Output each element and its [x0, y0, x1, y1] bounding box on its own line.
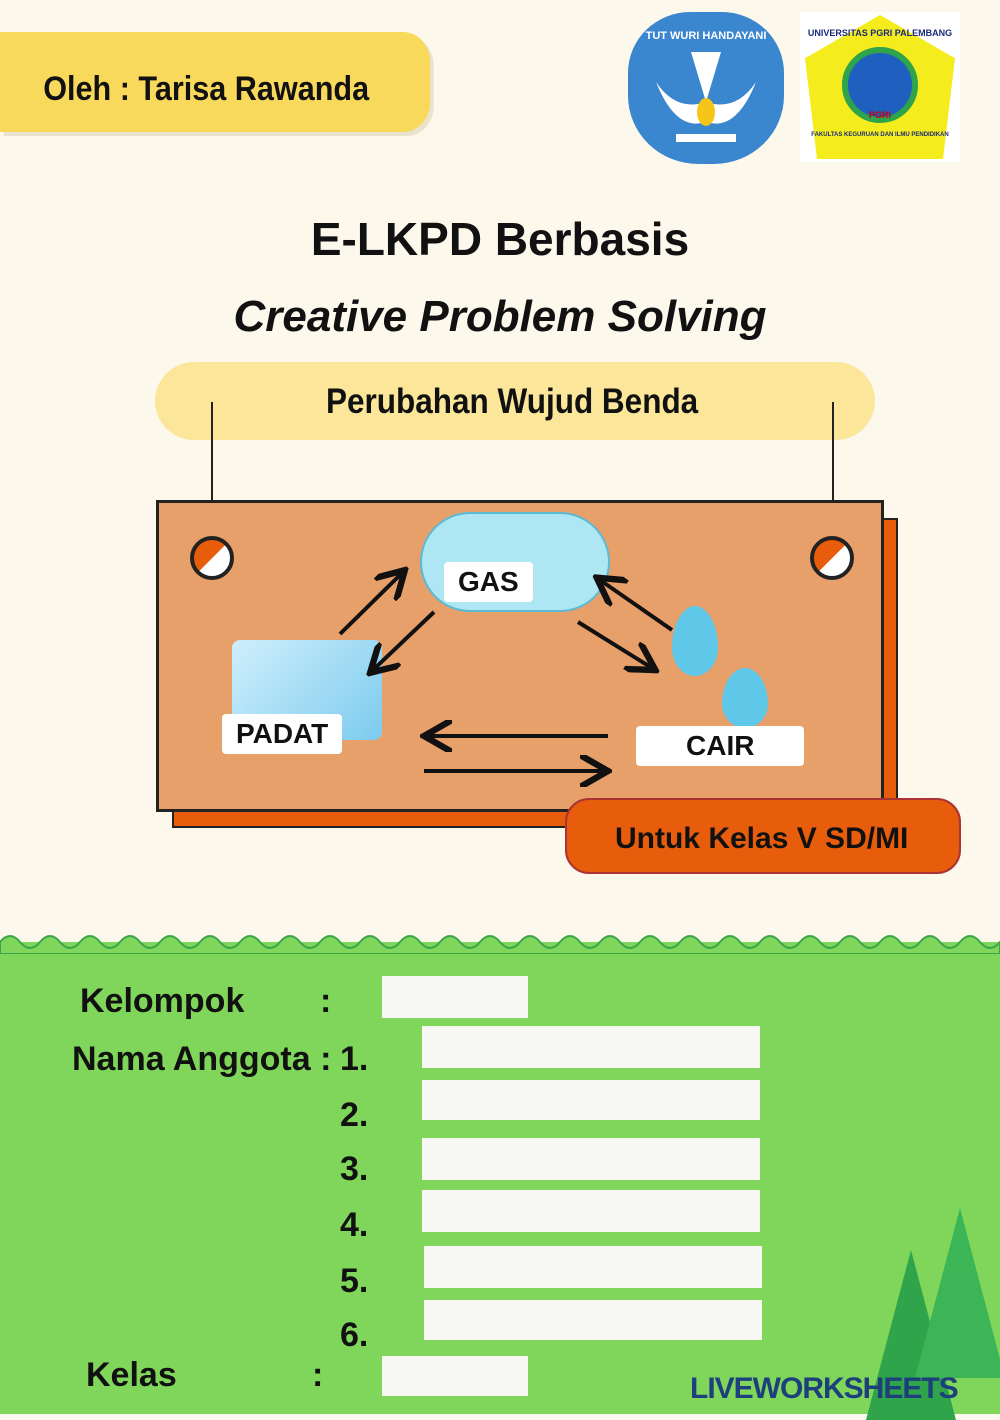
- arrow-cair-gas: [600, 580, 674, 632]
- logo-text: UNIVERSITAS PGRI PALEMBANG: [807, 28, 953, 38]
- label-cair: CAIR: [636, 726, 805, 766]
- logo-subtext: FAKULTAS KEGURUAN DAN ILMU PENDIDIKAN: [811, 132, 949, 138]
- transition-arrows: [338, 0, 674, 900]
- tut-wuri-handayani-logo: TUT WURI HANDAYANI: [628, 12, 784, 164]
- label-padat: PADAT: [222, 714, 343, 754]
- logo-text: TUT WURI HANDAYANI: [645, 30, 767, 42]
- water-drop-icon: [672, 606, 718, 676]
- tree-icon: [915, 1208, 1000, 1378]
- subtitle: Perubahan Wujud Benda: [326, 382, 699, 421]
- member-1-input[interactable]: [422, 1026, 760, 1068]
- label-nama-anggota: Nama Anggota :: [72, 1040, 332, 1078]
- member-number: 3.: [340, 1150, 369, 1188]
- water-drop-icon: [722, 668, 768, 728]
- liveworksheets-watermark: LIVEWORKSHEETS: [690, 1372, 959, 1405]
- universitas-pgri-logo: UNIVERSITAS PGRI PALEMBANG PGRI FAKULTAS…: [800, 12, 960, 162]
- member-number: 2.: [340, 1096, 369, 1134]
- member-number: 4.: [340, 1206, 369, 1244]
- garuda-emblem-icon: [656, 52, 756, 142]
- wave-border: [0, 935, 1000, 954]
- label-kelompok: Kelompok: [80, 982, 245, 1020]
- kelompok-input[interactable]: [382, 976, 528, 1018]
- label-kelas: Kelas: [86, 1356, 177, 1394]
- hanging-string: [832, 402, 834, 542]
- colon: :: [312, 1356, 324, 1394]
- title-line2: Creative Problem Solving: [233, 292, 767, 341]
- member-2-input[interactable]: [422, 1080, 760, 1120]
- member-number: 5.: [340, 1262, 369, 1300]
- ring-icon: [190, 536, 234, 580]
- colon: :: [320, 982, 332, 1020]
- arrow-gas-padat: [373, 610, 436, 670]
- author-banner: Oleh : Tarisa Rawanda: [0, 32, 431, 132]
- member-4-input[interactable]: [422, 1190, 760, 1232]
- arrow-padat-gas: [338, 573, 402, 636]
- title-line1: E-LKPD Berbasis: [310, 213, 690, 265]
- arrow-gas-cair: [576, 620, 652, 668]
- hanging-string: [211, 402, 213, 542]
- member-number: 1.: [340, 1040, 369, 1078]
- member-6-input[interactable]: [424, 1300, 762, 1340]
- grade-tag: Untuk Kelas V SD/MI: [565, 798, 961, 874]
- member-5-input[interactable]: [424, 1246, 762, 1288]
- logo-badge: PGRI: [868, 110, 891, 120]
- label-gas: GAS: [444, 562, 533, 602]
- ring-icon: [810, 536, 854, 580]
- kelas-input[interactable]: [382, 1356, 528, 1396]
- member-3-input[interactable]: [422, 1138, 760, 1180]
- member-number: 6.: [340, 1316, 369, 1354]
- subtitle-cloud: [155, 362, 875, 440]
